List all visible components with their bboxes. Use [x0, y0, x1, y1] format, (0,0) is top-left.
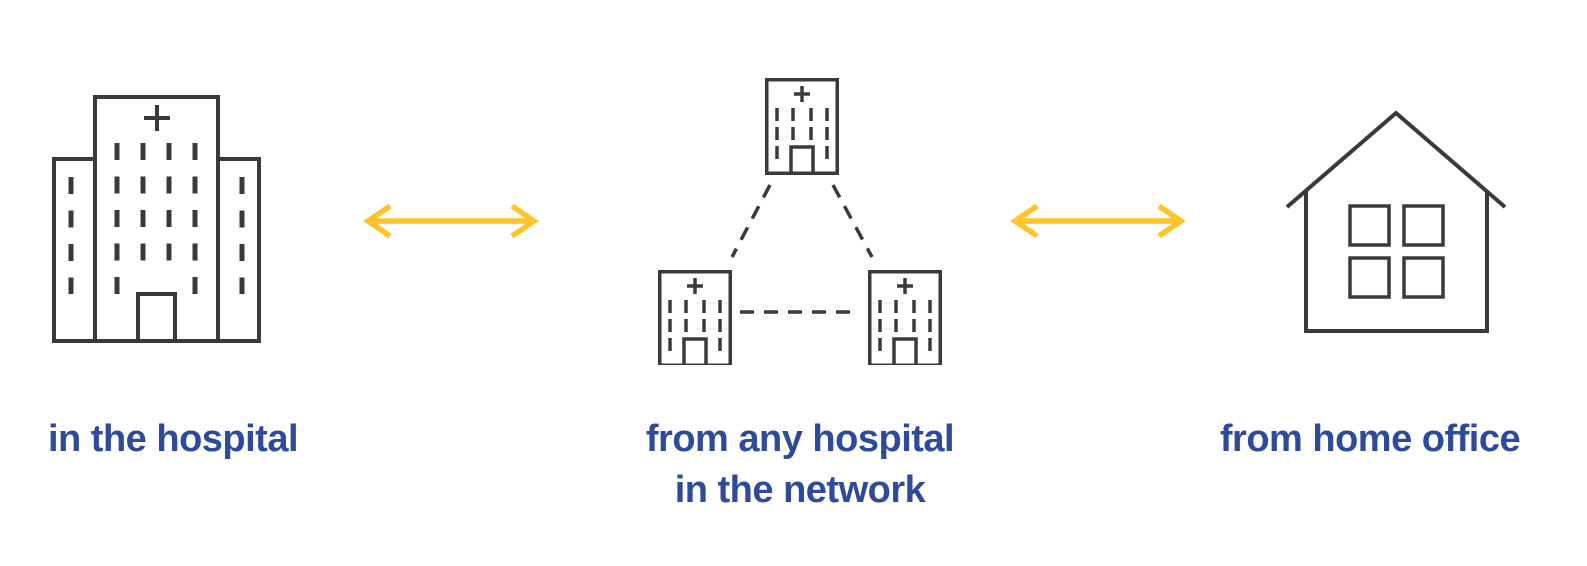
caption-network-line2: in the network	[674, 469, 926, 511]
network-hospital-bottom-right	[868, 270, 942, 365]
caption-home-office: from home office	[1219, 418, 1521, 460]
network-link-right	[831, 184, 874, 258]
hospital-building-icon	[52, 95, 261, 343]
hospital-left-wing	[52, 157, 95, 343]
hospital-door	[136, 292, 177, 341]
house-windows	[1348, 204, 1445, 299]
caption-network-hospital: from any hospital in the network	[590, 414, 1010, 516]
double-arrow-icon	[363, 203, 539, 239]
house-roof	[1285, 110, 1507, 209]
house-walls	[1304, 191, 1489, 333]
house-icon	[1285, 110, 1507, 333]
network-link-left	[730, 184, 772, 258]
hospital-right-wing	[218, 157, 261, 343]
caption-network-line1: from any hospital	[645, 418, 955, 460]
network-hospital-bottom-left	[658, 270, 732, 365]
network-hospital-top	[765, 78, 839, 175]
caption-in-hospital: in the hospital	[47, 418, 299, 460]
medical-cross-icon	[144, 105, 170, 131]
double-arrow-icon	[1010, 203, 1186, 239]
hospital-tower	[93, 95, 220, 343]
hospital-network-icon	[658, 78, 942, 365]
